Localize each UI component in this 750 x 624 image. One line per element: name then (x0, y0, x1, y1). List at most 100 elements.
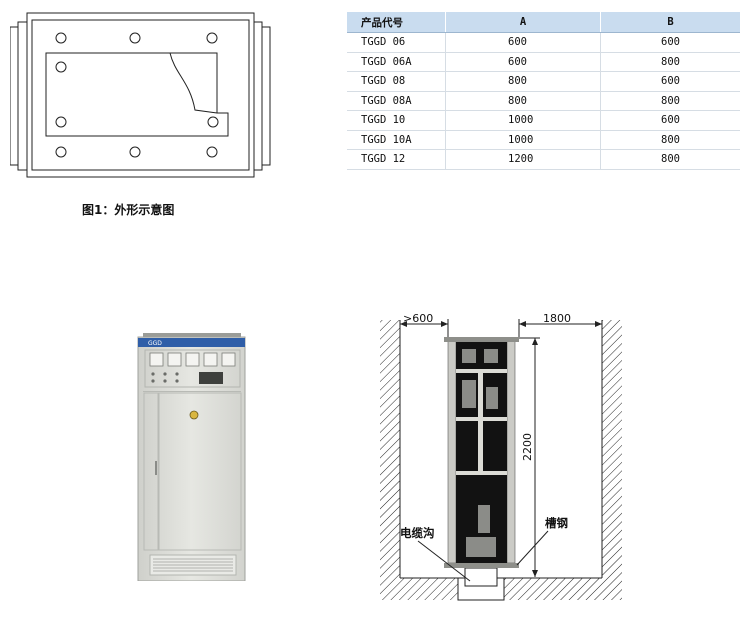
breaker (462, 380, 476, 408)
breaker (486, 387, 498, 409)
bolt-hole (55, 32, 67, 44)
header-b: B (600, 12, 740, 33)
bolt-hole (55, 61, 67, 73)
bolt-hole (55, 116, 67, 128)
frame-inner (31, 19, 250, 171)
indicator-lamp (175, 372, 179, 376)
panel-divider (143, 391, 241, 392)
cell-b: 600 (600, 110, 740, 131)
bolt-hole (129, 146, 141, 158)
meter-gauge (167, 352, 182, 367)
cell-b: 600 (600, 71, 740, 92)
cell-code: TGGD 08A (347, 91, 446, 111)
cell-b: 600 (600, 32, 740, 53)
cell-a: 1200 (445, 149, 601, 170)
left-side-flange (10, 26, 19, 166)
component-block (466, 537, 496, 557)
cabinet-body (137, 336, 246, 581)
indicator-lamp (151, 372, 155, 376)
cabinet-photo: GGD (137, 333, 246, 581)
left-inner-flange (17, 21, 28, 171)
right-wall (602, 320, 622, 578)
right-door (158, 392, 242, 551)
cell-code: TGGD 10A (347, 130, 446, 150)
bolt-hole (206, 32, 218, 44)
left-wall (380, 320, 400, 578)
trench-cover (464, 567, 498, 587)
cell-a: 800 (445, 91, 601, 111)
indicator-lamp (175, 379, 179, 383)
bolt-hole (207, 116, 219, 128)
bolt-hole (55, 146, 67, 158)
installation-drawing: >600 1800 2200 电缆沟 槽钢 (380, 312, 622, 601)
meter-gauge (221, 352, 236, 367)
cell-code: TGGD 08 (347, 71, 446, 92)
cabinet-top (444, 337, 519, 342)
bolt-hole (129, 32, 141, 44)
header-code: 产品代号 (347, 12, 446, 33)
cutout-outline (45, 52, 229, 137)
outline-drawing (10, 12, 271, 178)
cell-code: TGGD 06 (347, 32, 446, 53)
right-side-flange (261, 26, 271, 166)
figure-caption: 图1：外形示意图 (82, 203, 175, 217)
cell-a: 600 (445, 32, 601, 53)
component-block (484, 349, 498, 363)
top-band (138, 338, 245, 347)
cell-b: 800 (600, 91, 740, 111)
mounting-rail (456, 369, 507, 373)
mounting-rail (456, 471, 507, 475)
cell-code: TGGD 12 (347, 149, 446, 170)
cell-a: 600 (445, 52, 601, 72)
meter-gauge (203, 352, 218, 367)
frame-outer (26, 12, 255, 178)
cell-b: 800 (600, 52, 740, 72)
cell-a: 800 (445, 71, 601, 92)
meter-gauge (185, 352, 200, 367)
cell-b: 800 (600, 130, 740, 150)
bolt-hole (206, 146, 218, 158)
channel-steel-leader (516, 530, 549, 566)
cabinet-left-post (447, 337, 457, 564)
indicator-lamp (163, 372, 167, 376)
right-inner-flange (253, 21, 263, 171)
channel-steel-label: 槽钢 (545, 516, 568, 530)
cable-trench-leader (417, 540, 471, 582)
digital-display (199, 372, 223, 384)
vertical-busbar (478, 373, 483, 471)
cabinet-right-post (506, 337, 516, 564)
indicator-lamp (163, 379, 167, 383)
meter-gauge (149, 352, 164, 367)
rear-clearance-label: 1800 (543, 312, 571, 325)
operating-handle (189, 410, 199, 420)
brand-label: GGD (148, 340, 162, 347)
lifting-bar (143, 333, 241, 337)
door-handle (155, 461, 157, 475)
floor-right (504, 578, 622, 600)
component-block (462, 349, 476, 363)
cell-b: 800 (600, 149, 740, 170)
component-block (478, 505, 490, 533)
indicator-lamp (151, 379, 155, 383)
cable-trench-label: 电缆沟 (400, 526, 435, 540)
cell-code: TGGD 06A (347, 52, 446, 72)
left-door (143, 392, 159, 551)
cell-a: 1000 (445, 130, 601, 150)
cell-a: 1000 (445, 110, 601, 131)
channel-steel-base (444, 563, 519, 568)
instrument-panel (144, 349, 241, 388)
floor-left (380, 578, 458, 600)
table-header-row: 产品代号 A B (347, 12, 740, 33)
front-clearance-label: >600 (403, 312, 433, 325)
height-label: 2200 (521, 433, 534, 461)
cell-code: TGGD 10 (347, 110, 446, 131)
header-a: A (445, 12, 601, 33)
